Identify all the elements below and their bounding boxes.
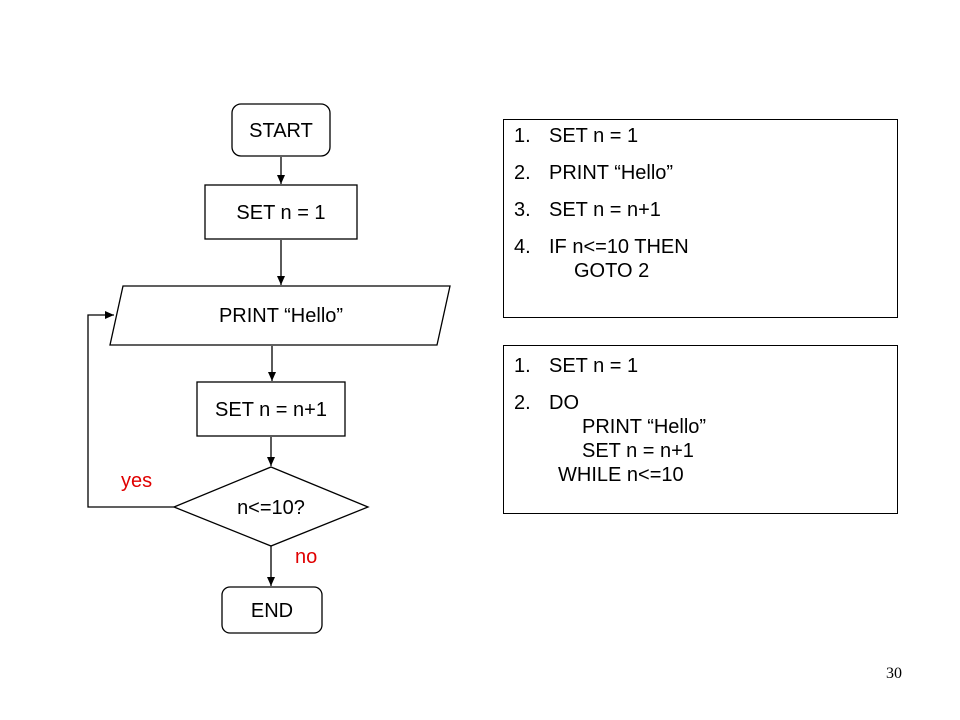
do-while-code-box: 1. SET n = 1 2. DO PRINT “Hello” SET n =… bbox=[503, 345, 898, 514]
code-text: DO bbox=[549, 392, 579, 414]
code-line: 2. PRINT “Hello” bbox=[504, 161, 897, 185]
end-node: END bbox=[221, 586, 323, 634]
print-label: PRINT “Hello” bbox=[219, 305, 343, 327]
yes-loop-arrow bbox=[87, 311, 174, 508]
code-line: 1. SET n = 1 bbox=[504, 354, 897, 378]
goto-code-list: 1. SET n = 1 2. PRINT “Hello” 3. SET n =… bbox=[504, 124, 897, 283]
set-n-node: SET n = 1 bbox=[204, 184, 358, 240]
set-n-label: SET n = 1 bbox=[236, 202, 325, 224]
end-label: END bbox=[251, 600, 293, 622]
start-node: START bbox=[231, 103, 331, 157]
while-condition: WHILE n<=10 bbox=[558, 464, 684, 486]
code-line: 2. DO PRINT “Hello” SET n = n+1 WHILE n<… bbox=[504, 391, 897, 487]
do-while-code-list: 1. SET n = 1 2. DO PRINT “Hello” SET n =… bbox=[504, 354, 897, 487]
code-line: 3. SET n = n+1 bbox=[504, 198, 897, 222]
line-number: 3. bbox=[514, 199, 531, 221]
increment-node: SET n = n+1 bbox=[196, 381, 346, 437]
code-text: PRINT “Hello” bbox=[549, 162, 674, 184]
line-number: 2. bbox=[514, 392, 531, 414]
no-label: no bbox=[295, 546, 317, 568]
loop-body-line: SET n = n+1 bbox=[582, 440, 694, 462]
code-continuation: GOTO 2 bbox=[574, 260, 650, 282]
line-number: 2. bbox=[514, 162, 531, 184]
code-line: 4. IF n<=10 THEN GOTO 2 bbox=[504, 235, 897, 283]
start-label: START bbox=[249, 120, 313, 142]
code-text: SET n = 1 bbox=[549, 355, 639, 377]
condition-label: n<=10? bbox=[237, 497, 305, 519]
page-number: 30 bbox=[886, 665, 902, 682]
line-number: 1. bbox=[514, 355, 531, 377]
code-text: SET n = 1 bbox=[549, 125, 639, 147]
goto-code-box: 1. SET n = 1 2. PRINT “Hello” 3. SET n =… bbox=[503, 119, 898, 318]
code-text: SET n = n+1 bbox=[549, 199, 661, 221]
line-number: 4. bbox=[514, 236, 531, 258]
condition-node: n<=10? bbox=[172, 466, 370, 547]
increment-label: SET n = n+1 bbox=[215, 399, 327, 421]
code-line: 1. SET n = 1 bbox=[504, 124, 897, 148]
code-text: IF n<=10 THEN bbox=[549, 236, 689, 258]
loop-body-line: PRINT “Hello” bbox=[582, 416, 707, 438]
print-node: PRINT “Hello” bbox=[109, 285, 451, 346]
yes-label: yes bbox=[121, 470, 152, 492]
line-number: 1. bbox=[514, 125, 531, 147]
